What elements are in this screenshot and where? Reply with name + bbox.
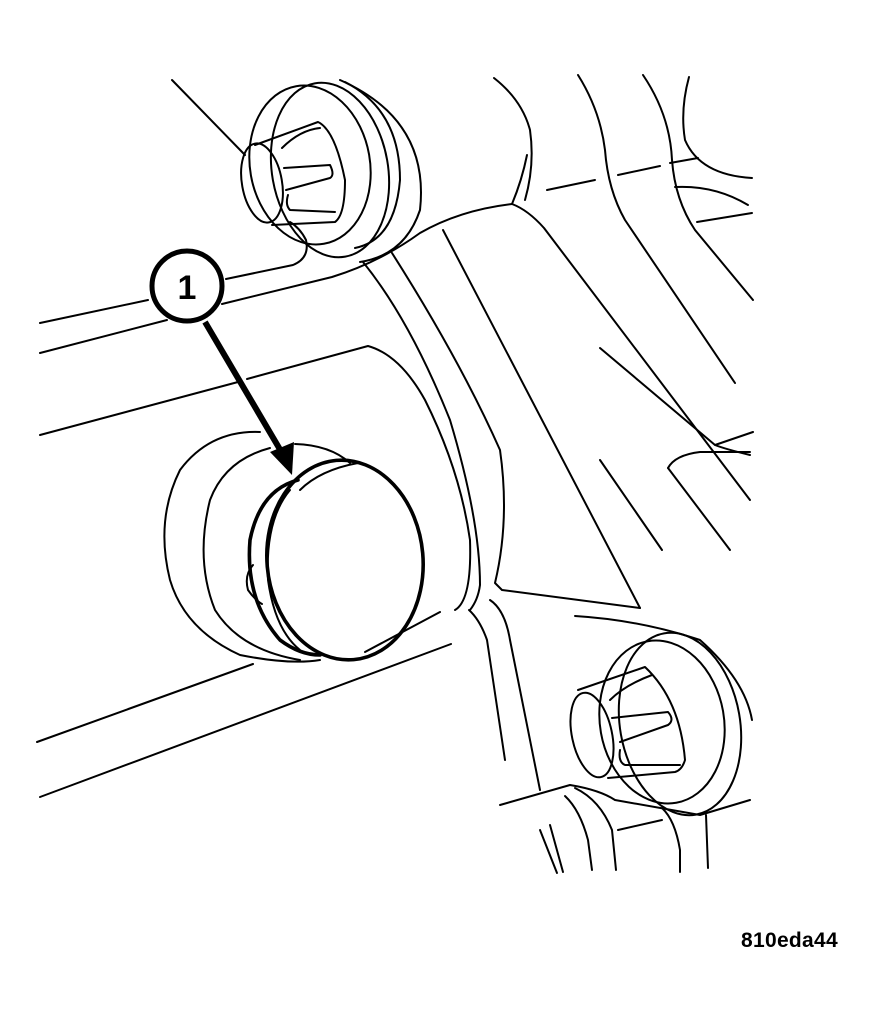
callout-circle — [149, 248, 225, 324]
lower-fastener — [569, 615, 753, 817]
bracket-housing — [36, 74, 754, 874]
callout-1: 1 — [149, 248, 294, 475]
round-cap-plug — [163, 430, 425, 663]
figure-id-label: 810eda44 — [741, 929, 838, 952]
arrowhead-icon — [270, 442, 294, 475]
upper-fastener — [171, 79, 422, 263]
callout-number: 1 — [178, 269, 197, 307]
